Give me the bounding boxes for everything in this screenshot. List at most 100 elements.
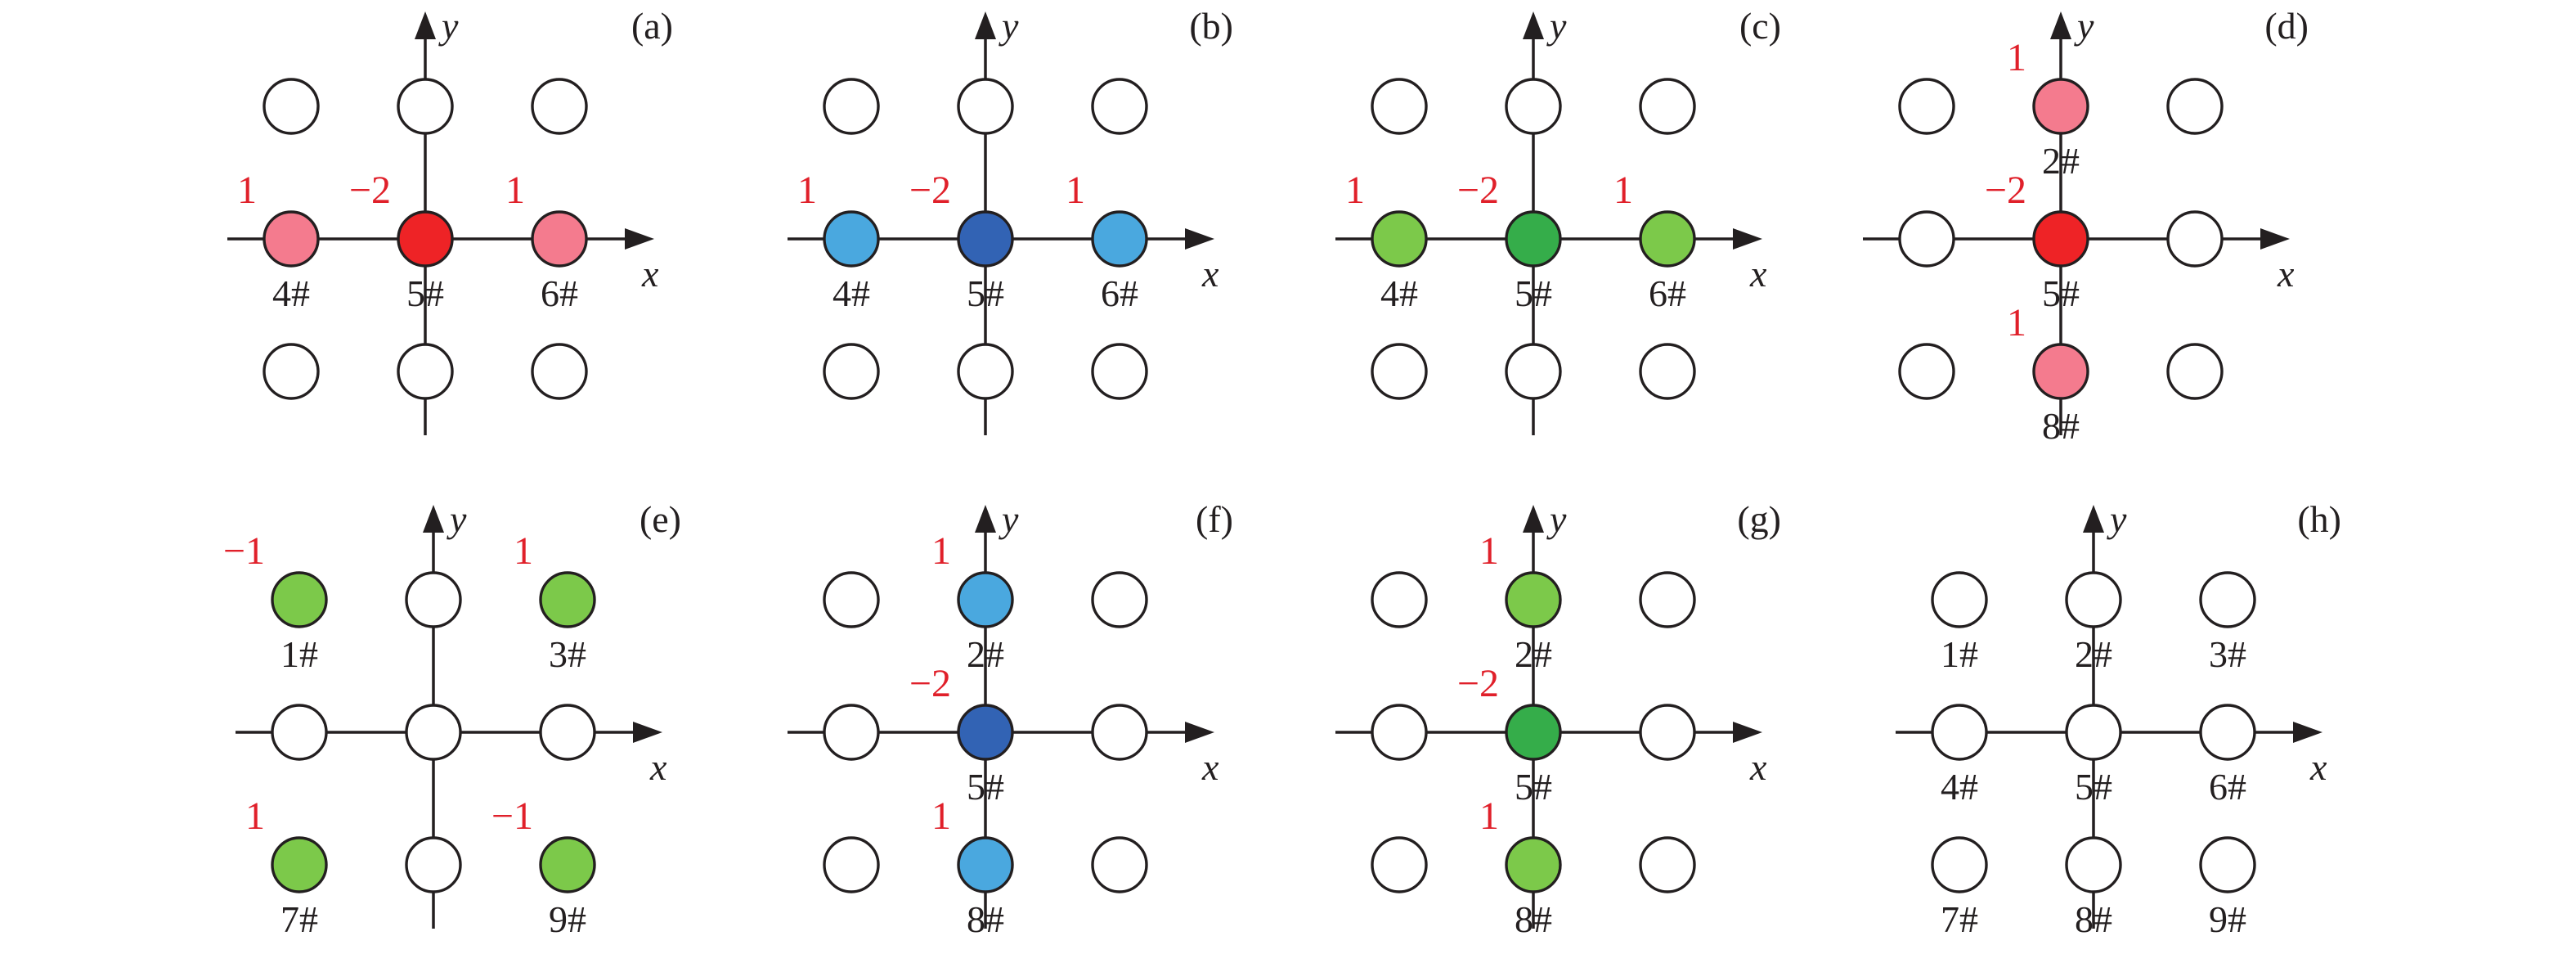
x-axis-arrow-icon <box>2293 722 2322 743</box>
node-5 <box>405 704 462 761</box>
node-1 <box>1371 78 1428 135</box>
x-axis-label: x <box>1749 253 1767 295</box>
node-6 <box>539 704 596 761</box>
panel-e: xy(e)1#−13#17#19#−1 <box>223 498 681 940</box>
node-9 <box>1639 836 1696 893</box>
coefficient-8: 1 <box>1479 794 1499 838</box>
coefficient-4: 1 <box>797 169 817 212</box>
node-1 <box>263 78 320 135</box>
node-5 <box>2065 704 2122 761</box>
coefficient-9: −1 <box>491 794 533 838</box>
y-axis-label: y <box>1546 5 1567 47</box>
node-tag-5: 5# <box>1515 272 1552 314</box>
node-7 <box>1931 836 1988 893</box>
node-tag-3: 3# <box>2209 633 2246 675</box>
node-2 <box>397 78 454 135</box>
node-6 <box>1091 210 1148 268</box>
node-5 <box>957 704 1014 761</box>
node-tag-2: 2# <box>1515 633 1552 675</box>
node-4 <box>1371 704 1428 761</box>
node-9 <box>539 836 596 893</box>
y-axis-label: y <box>999 498 1019 540</box>
coefficient-5: −2 <box>1457 662 1499 705</box>
node-tag-2: 2# <box>967 633 1004 675</box>
node-tag-4: 4# <box>832 272 870 314</box>
panel-label: (b) <box>1189 5 1233 47</box>
panel-label: (g) <box>1737 498 1781 540</box>
coefficient-5: −2 <box>909 169 951 212</box>
node-6 <box>531 210 588 268</box>
y-axis-arrow-icon <box>2050 11 2071 39</box>
y-axis-label: y <box>2074 5 2094 47</box>
panel-label: (c) <box>1739 5 1781 47</box>
node-tag-4: 4# <box>1941 766 1978 808</box>
x-axis-label: x <box>2309 746 2327 788</box>
y-axis-arrow-icon <box>1523 505 1544 533</box>
y-axis-arrow-icon <box>423 505 444 533</box>
node-7 <box>1898 343 1955 400</box>
node-7 <box>271 836 328 893</box>
node-3 <box>1639 78 1696 135</box>
node-tag-5: 5# <box>1515 766 1552 808</box>
node-7 <box>823 836 880 893</box>
node-3 <box>539 571 596 628</box>
x-axis-label: x <box>1201 253 1219 295</box>
node-4 <box>271 704 328 761</box>
node-2 <box>405 571 462 628</box>
coefficient-4: 1 <box>237 169 257 212</box>
coefficient-5: −2 <box>909 662 951 705</box>
x-axis-label: x <box>1749 746 1767 788</box>
panel-label: (h) <box>2297 498 2341 540</box>
panel-label: (d) <box>2264 5 2309 47</box>
node-1 <box>1371 571 1428 628</box>
y-axis-label: y <box>1546 498 1567 540</box>
node-7 <box>1371 836 1428 893</box>
node-4 <box>1898 210 1955 268</box>
node-3 <box>1091 78 1148 135</box>
node-tag-8: 8# <box>967 898 1004 940</box>
node-tag-3: 3# <box>549 633 586 675</box>
node-7 <box>823 343 880 400</box>
panel-label: (a) <box>631 5 673 47</box>
node-tag-1: 1# <box>280 633 318 675</box>
node-1 <box>823 78 880 135</box>
coefficient-1: −1 <box>223 529 265 573</box>
node-7 <box>263 343 320 400</box>
x-axis-label: x <box>649 746 667 788</box>
coefficient-5: −2 <box>349 169 391 212</box>
x-axis-arrow-icon <box>2260 228 2290 250</box>
node-1 <box>271 571 328 628</box>
node-tag-4: 4# <box>1380 272 1418 314</box>
coefficient-5: −2 <box>1457 169 1499 212</box>
coefficient-6: 1 <box>1613 169 1633 212</box>
node-tag-5: 5# <box>967 272 1004 314</box>
node-2 <box>957 78 1014 135</box>
node-8 <box>2065 836 2122 893</box>
node-8 <box>1505 343 1562 400</box>
x-axis-label: x <box>1201 746 1219 788</box>
y-axis-label: y <box>2107 498 2127 540</box>
node-2 <box>1505 571 1562 628</box>
panel-d: xy(d)2#15#−28#1 <box>1863 5 2309 447</box>
y-axis-label: y <box>447 498 467 540</box>
node-4 <box>823 210 880 268</box>
node-9 <box>2199 836 2256 893</box>
node-tag-6: 6# <box>1101 272 1138 314</box>
node-tag-5: 5# <box>406 272 444 314</box>
node-3 <box>531 78 588 135</box>
node-2 <box>2032 78 2089 135</box>
coefficient-5: −2 <box>1985 169 2026 212</box>
coefficient-2: 1 <box>2007 36 2026 79</box>
node-tag-5: 5# <box>2042 272 2080 314</box>
node-9 <box>531 343 588 400</box>
y-axis-arrow-icon <box>2083 505 2104 533</box>
x-axis-arrow-icon <box>1733 228 1762 250</box>
node-4 <box>1931 704 1988 761</box>
node-tag-4: 4# <box>272 272 310 314</box>
coefficient-6: 1 <box>1066 169 1085 212</box>
node-tag-5: 5# <box>2075 766 2112 808</box>
node-3 <box>1091 571 1148 628</box>
node-tag-1: 1# <box>1941 633 1978 675</box>
coefficient-6: 1 <box>505 169 525 212</box>
